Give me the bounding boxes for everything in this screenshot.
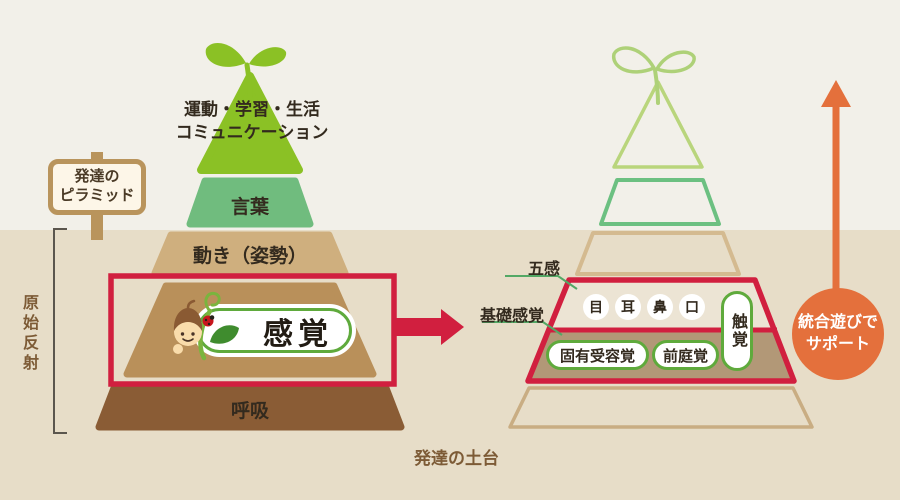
primitive-reflex-label: 原始反射 — [20, 294, 37, 374]
top-label-line1: 運動・学習・生活 — [184, 100, 320, 119]
support-badge-line1: 統合遊びで — [797, 314, 878, 332]
right-layer3-outline — [575, 231, 741, 276]
foundation-label: 発達の土台 — [414, 449, 499, 468]
left-layer-kokyu — [95, 384, 405, 431]
top-label-line2: コミュニケーション — [175, 122, 329, 142]
sense-circle-mouth: 口 — [679, 294, 705, 320]
layer-label-kotoba: 言葉 — [230, 197, 269, 218]
sense-circle-nose: 鼻 — [647, 294, 673, 320]
five-senses-label: 五感 — [527, 261, 560, 278]
left-layer-ugoki — [151, 231, 349, 277]
right-sprout-leaf-icon — [655, 50, 696, 74]
proprioception-pill: 固有受容覚 — [546, 340, 649, 370]
support-badge-line2: サポート — [805, 336, 870, 353]
senses-layer-outline — [525, 277, 797, 384]
sense-circle-ear: 耳 — [615, 294, 641, 320]
right-pyramid-triangle — [612, 80, 704, 169]
highlight-arrow-shaft — [394, 318, 441, 336]
sense-circle-label: 鼻 — [653, 299, 667, 315]
left-sprout-leaf-icon — [249, 47, 287, 67]
primitive-reflex-bracket — [53, 228, 67, 434]
support-badge: 統合遊びで サポート — [792, 288, 884, 380]
support-arrow-head-icon — [821, 80, 851, 107]
right-layer2-outline — [599, 178, 721, 226]
sign-text: 発達のピラミッド — [59, 168, 135, 204]
kankaku-pill: 感覚 — [197, 308, 352, 353]
sense-circle-eye: 目 — [583, 294, 609, 320]
five-senses-leader-line — [505, 275, 578, 290]
left-pyramid-triangle — [197, 72, 303, 174]
right-base-outline — [508, 386, 814, 429]
layer-label-ugoki: 動き（姿勢） — [192, 246, 307, 267]
left-layer-kotoba — [186, 177, 314, 228]
sense-circle-label: 耳 — [621, 299, 635, 315]
layer-label-kokyu: 呼吸 — [230, 401, 269, 422]
sense-circle-label: 口 — [685, 299, 699, 315]
basic-senses-leader-line — [482, 321, 563, 336]
top-label: 運動・学習・生活 コミュニケーション — [146, 99, 358, 145]
left-sprout-leaf-icon — [205, 42, 246, 67]
pyramid-sign: 発達のピラミッド — [48, 159, 146, 215]
left-sprout-stem-icon — [244, 62, 253, 100]
vestibular-pill: 前庭覚 — [652, 340, 719, 370]
right-sprout-stem-icon — [653, 68, 660, 105]
touch-pill: 触覚 — [721, 291, 753, 371]
basic-senses-label: 基礎感覚 — [480, 308, 545, 325]
sense-circle-label: 目 — [589, 299, 603, 315]
right-sprout-leaf-icon — [612, 46, 656, 74]
highlight-arrow-head-icon — [441, 309, 464, 345]
layer-label-kankaku: 感覚 — [263, 317, 333, 351]
